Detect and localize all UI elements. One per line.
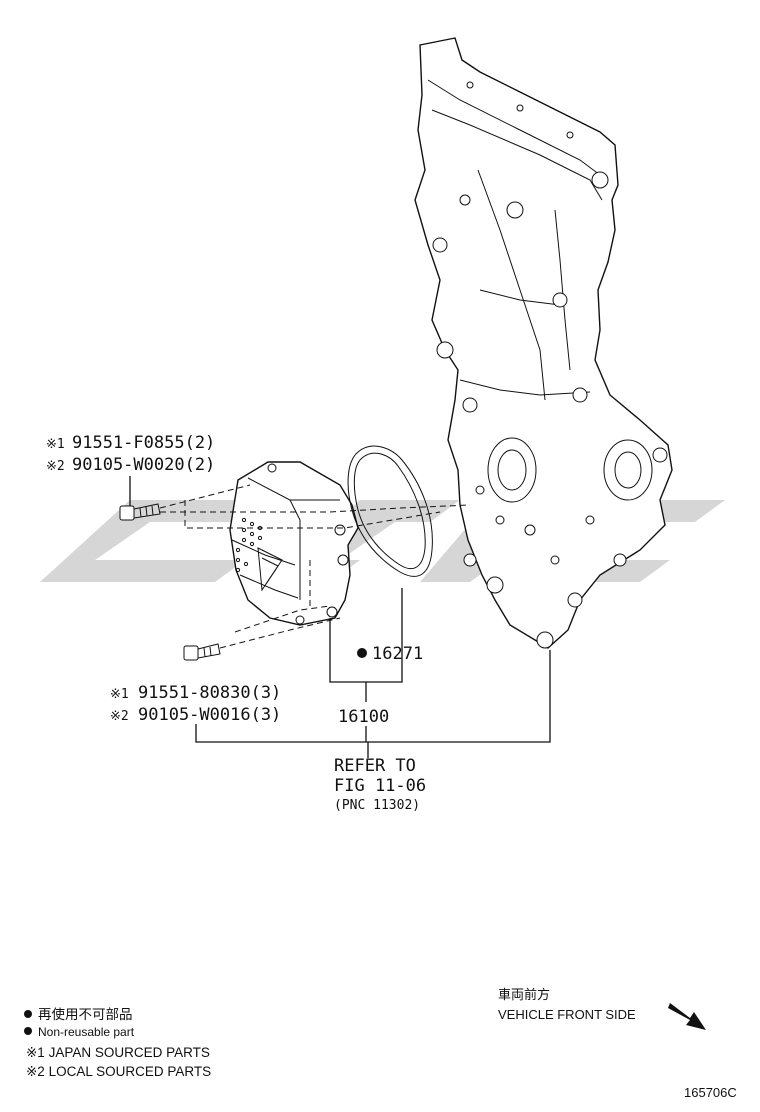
mark-japan-top: ※1 bbox=[46, 437, 65, 452]
refer-line-1: REFER TO bbox=[334, 756, 416, 776]
callout-top-bolt-japan: 91551-F0855(2) bbox=[72, 433, 215, 453]
bottom-bolt bbox=[183, 643, 221, 661]
leader-lines bbox=[129, 476, 551, 758]
legend-dot-en bbox=[24, 1027, 32, 1035]
direction-label-jp: 車両前方 bbox=[498, 987, 550, 1002]
nonreusable-dot-gasket bbox=[357, 648, 367, 658]
legend-nonreusable-jp: 再使用不可部品 bbox=[38, 1006, 133, 1022]
mark-japan-bottom: ※1 bbox=[110, 687, 129, 702]
front-arrow-icon bbox=[668, 1003, 706, 1030]
callout-bottom-bolt-local: 90105-W0016(3) bbox=[138, 705, 281, 725]
legend-local-sourced: ※2 LOCAL SOURCED PARTS bbox=[26, 1064, 211, 1079]
callout-bottom-bolt-japan: 91551-80830(3) bbox=[138, 683, 281, 703]
callout-top-bolt-local: 90105-W0020(2) bbox=[72, 455, 215, 475]
callout-pump-assy: 16100 bbox=[338, 707, 389, 727]
legend-dot-jp bbox=[24, 1010, 32, 1018]
callout-gasket: 16271 bbox=[372, 644, 423, 664]
figure-id: 165706C bbox=[684, 1085, 737, 1100]
top-bolt bbox=[119, 503, 161, 521]
refer-line-2: FIG 11-06 bbox=[334, 776, 426, 796]
refer-line-3: (PNC 11302) bbox=[334, 798, 420, 813]
water-pump-assembly bbox=[229, 461, 359, 626]
alignment-lines bbox=[159, 484, 471, 649]
mark-local-top: ※2 bbox=[46, 459, 65, 474]
legend-japan-sourced: ※1 JAPAN SOURCED PARTS bbox=[26, 1045, 210, 1060]
mark-local-bottom: ※2 bbox=[110, 709, 129, 724]
direction-label-en: VEHICLE FRONT SIDE bbox=[498, 1007, 636, 1022]
legend-nonreusable-en: Non-reusable part bbox=[38, 1025, 135, 1039]
gasket-ring bbox=[347, 445, 433, 577]
timing-chain-cover bbox=[414, 37, 673, 649]
